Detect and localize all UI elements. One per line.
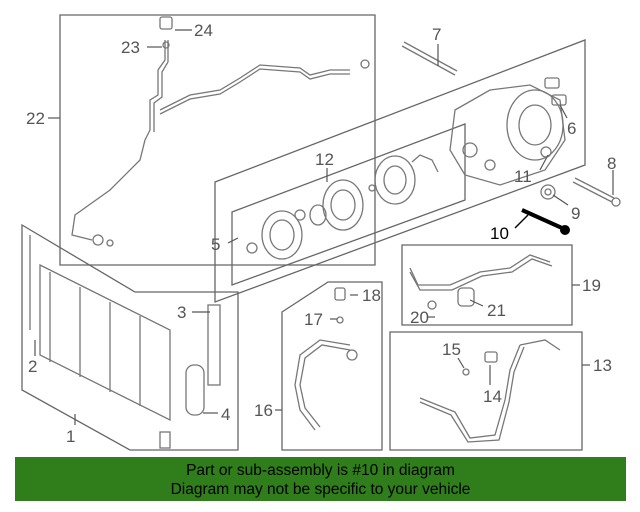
callout-19: 19	[582, 276, 601, 295]
panel-1-condenser	[21, 223, 239, 451]
callout-7: 7	[432, 25, 441, 44]
leader-lines	[34, 29, 614, 425]
callout-24: 24	[194, 21, 213, 40]
banner-line-1: Part or sub-assembly is #10 in diagram	[186, 462, 455, 479]
callout-3: 3	[177, 303, 186, 322]
panel-16-hose	[281, 281, 383, 451]
callout-5: 5	[211, 235, 220, 254]
callout-1: 1	[66, 427, 75, 446]
panel-19-line	[401, 244, 573, 326]
bolt-8	[572, 177, 621, 207]
callout-11: 11	[514, 167, 532, 186]
callout-17: 17	[304, 310, 323, 329]
callout-15: 15	[442, 340, 461, 359]
callout-4: 4	[221, 405, 230, 424]
panel-5-clutch	[214, 39, 586, 303]
callout-8: 8	[607, 154, 616, 173]
callout-23: 23	[121, 38, 140, 57]
callout-13: 13	[593, 356, 612, 375]
bolt-10-highlighted[interactable]	[521, 208, 570, 235]
callout-18: 18	[362, 286, 381, 305]
panel-22-lines	[59, 14, 376, 266]
callout-16: 16	[254, 401, 273, 420]
callout-9: 9	[571, 204, 580, 223]
callout-2: 2	[28, 357, 37, 376]
bolt-7	[401, 41, 458, 76]
callout-labels: 1 2 3 4 5 6 7 8 9 10 11 12 13 14 15 16 1…	[26, 21, 616, 446]
notice-banner: Part or sub-assembly is #10 in diagram D…	[15, 457, 626, 501]
compressor	[449, 77, 567, 200]
callout-14: 14	[483, 387, 502, 406]
callout-10-highlighted: 10	[490, 224, 509, 243]
callout-12: 12	[315, 150, 334, 169]
callout-20: 20	[410, 308, 429, 327]
panel-13-line	[389, 331, 583, 451]
banner-line-2: Diagram may not be specific to your vehi…	[170, 481, 471, 498]
callout-22: 22	[26, 109, 45, 128]
callout-21: 21	[487, 301, 506, 320]
callout-6: 6	[567, 119, 576, 138]
